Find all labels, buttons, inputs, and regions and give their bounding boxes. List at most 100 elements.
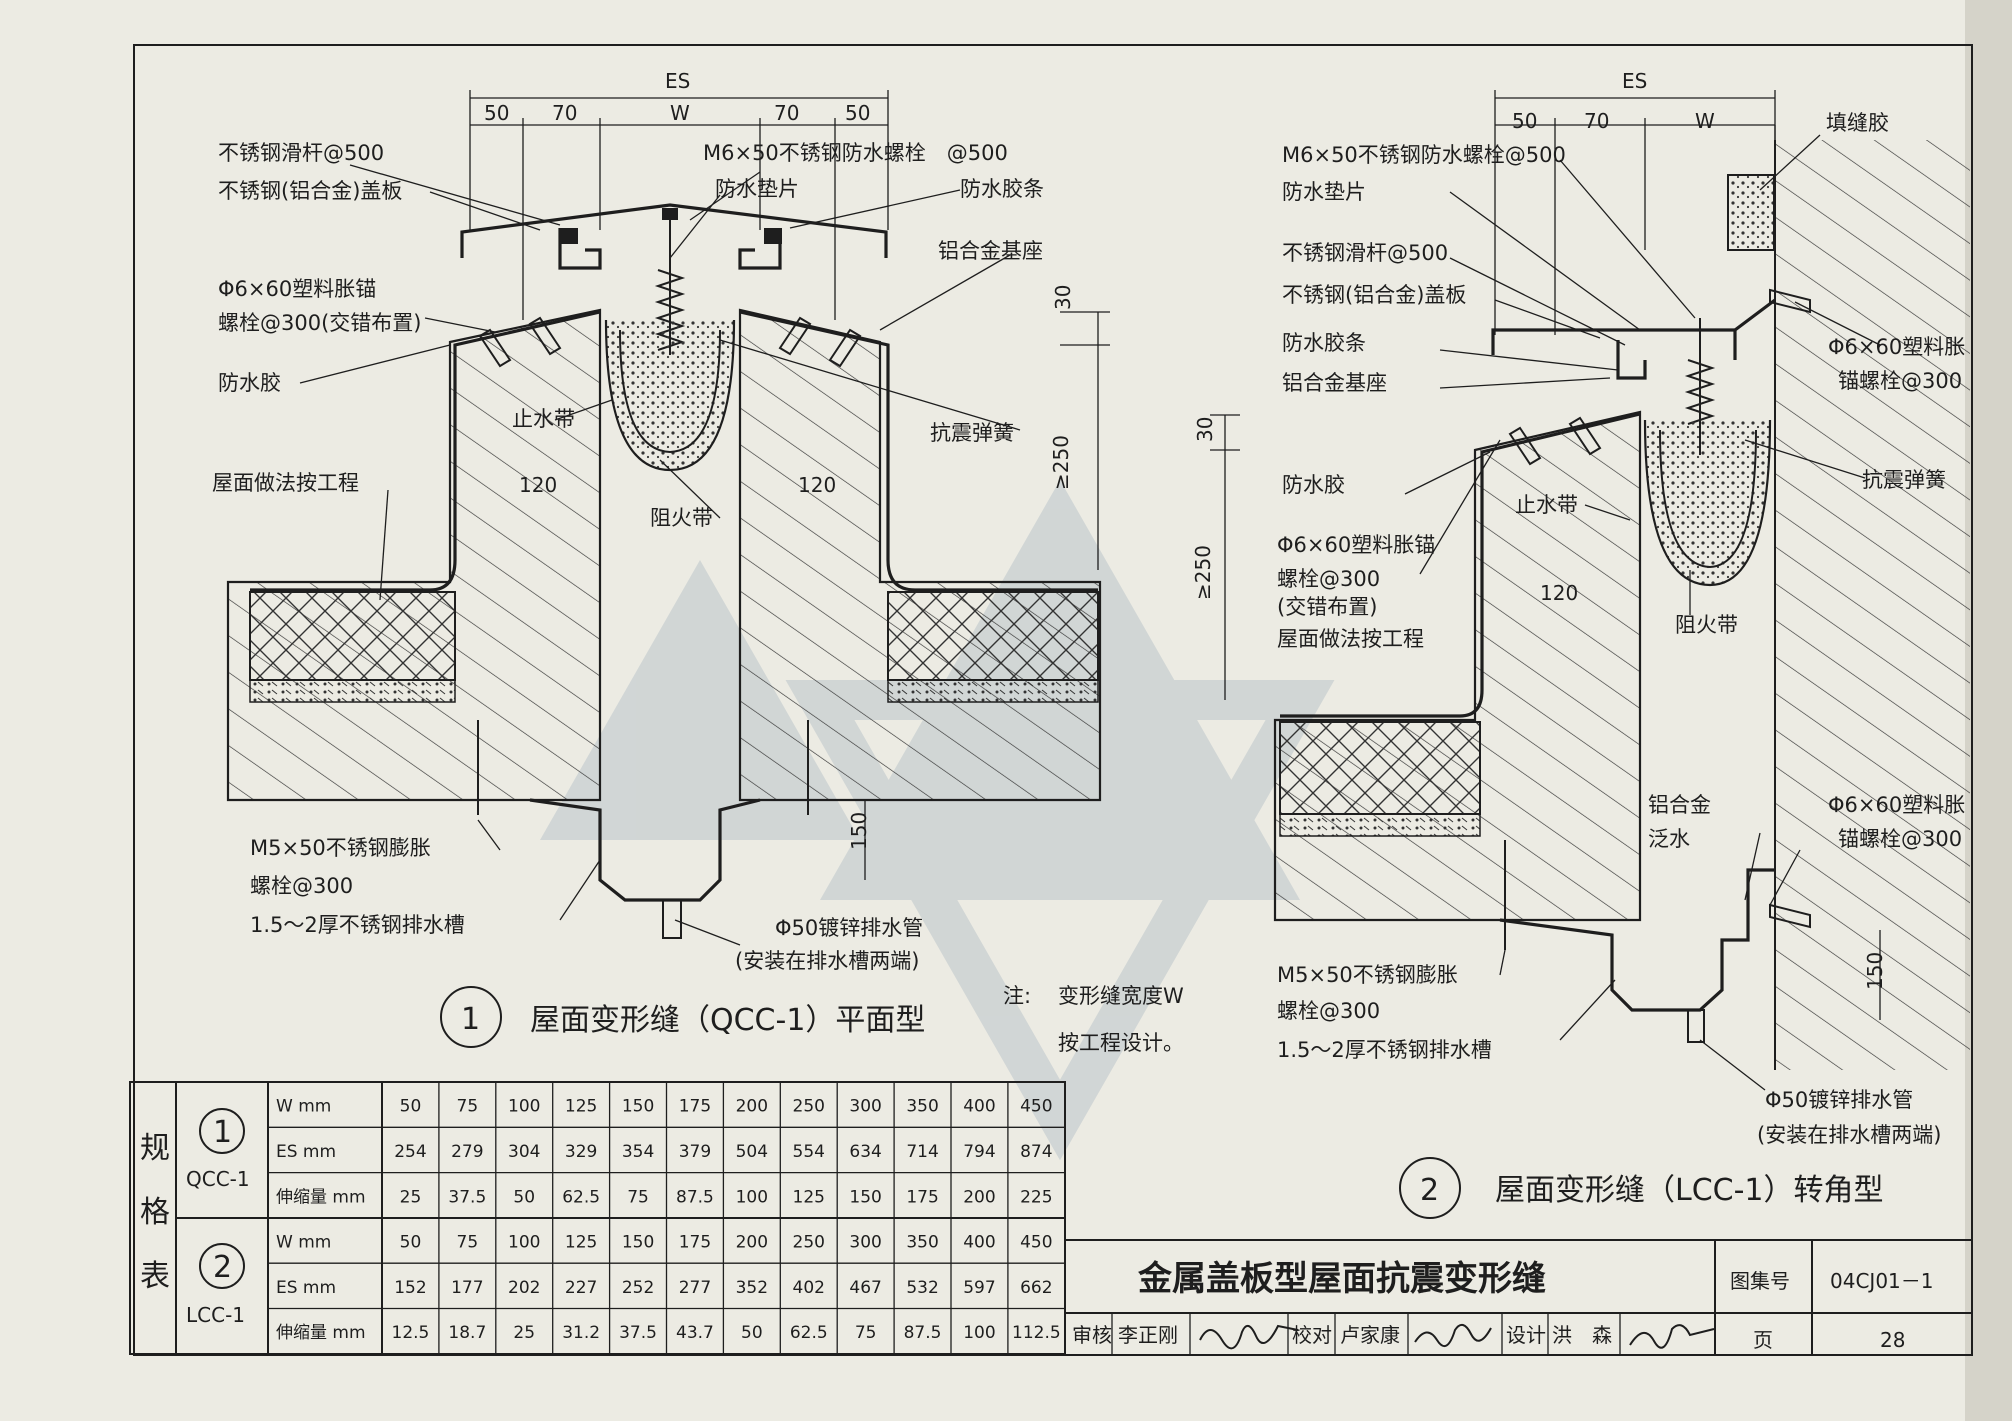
check-label: 校对	[1292, 1323, 1332, 1347]
d2-strip: 防水胶条	[1282, 331, 1366, 355]
spec-cell: 252	[622, 1278, 654, 1298]
spec-cell: 304	[508, 1142, 540, 1162]
title-block: 金属盖板型屋面抗震变形缝 图集号 04CJ01－1 页 28 审核 李正刚 校对…	[1065, 1239, 1972, 1354]
review-signature	[1199, 1324, 1299, 1350]
spec-cell: 200	[736, 1233, 768, 1253]
spec-cell: 37.5	[619, 1323, 657, 1343]
d2-dim-w: W	[1695, 109, 1715, 133]
spec-group-1-number: 1	[213, 1115, 232, 1150]
d2-dim-150: 150	[1863, 952, 1887, 990]
spec-cell: 150	[849, 1187, 881, 1207]
spec-cell: 352	[736, 1278, 768, 1298]
spec-cell: 125	[565, 1233, 597, 1253]
spec-cell: 62.5	[562, 1187, 600, 1207]
spec-cell: 31.2	[562, 1323, 600, 1343]
d1-sealant: 防水胶	[218, 371, 281, 395]
d1-washer: 防水垫片	[715, 177, 799, 201]
atlas-no: 04CJ01－1	[1830, 1269, 1934, 1293]
spec-cell: 300	[849, 1097, 881, 1117]
spec-cell: 100	[736, 1187, 768, 1207]
spec-row-label: W mm	[276, 1233, 331, 1253]
spec-cell: 794	[963, 1142, 995, 1162]
detail-2-drawing: ES 50 70 W 30 ≥250	[1191, 69, 1970, 1091]
d1-base: 铝合金基座	[938, 239, 1043, 263]
spec-row-label: 伸缩量 mm	[276, 1323, 366, 1343]
d2-flashing-1: 铝合金	[1648, 793, 1711, 817]
d2-dim-250: ≥250	[1191, 545, 1215, 600]
spec-cell: 87.5	[676, 1187, 714, 1207]
spec-cell: 50	[400, 1233, 422, 1253]
spec-cell: 554	[793, 1142, 825, 1162]
dim-70a: 70	[552, 101, 577, 125]
detail-2-number-circle	[1399, 1157, 1461, 1219]
check-signature	[1414, 1323, 1492, 1348]
spec-cell: 50	[741, 1323, 763, 1343]
d1-anchor-1: Φ6×60塑料胀锚	[218, 277, 376, 301]
d2-wall-anchor-2b: 锚螺栓@300	[1838, 827, 1962, 851]
spec-cell: 150	[622, 1233, 654, 1253]
detail-2-caption: 2 屋面变形缝（LCC-1）转角型	[1399, 1157, 1884, 1219]
d2-spring: 抗震弹簧	[1862, 468, 1946, 492]
spec-row-label: 伸缩量 mm	[276, 1187, 366, 1207]
d1-anchor-2: 螺栓@300(交错布置)	[218, 311, 421, 335]
spec-cell: 125	[565, 1097, 597, 1117]
spec-cell: 379	[679, 1142, 711, 1162]
spec-cell: 100	[963, 1323, 995, 1343]
d2-filler: 填缝胶	[1826, 111, 1889, 135]
spec-cell: 450	[1020, 1233, 1052, 1253]
spec-cell: 100	[508, 1097, 540, 1117]
detail-2-labels: 填缝胶 M6×50不锈钢防水螺栓@500 防水垫片 不锈钢滑杆@500 不锈钢(…	[1277, 111, 1965, 1147]
spec-cell: 402	[793, 1278, 825, 1298]
d2-base: 铝合金基座	[1282, 371, 1387, 395]
page-label: 页	[1753, 1328, 1773, 1352]
spec-cell: 125	[793, 1187, 825, 1207]
spec-side-title-1: 规	[140, 1131, 170, 1166]
spec-cell: 175	[679, 1233, 711, 1253]
spec-cell: 37.5	[448, 1187, 486, 1207]
spec-cell: 200	[736, 1097, 768, 1117]
dim-70b: 70	[774, 101, 799, 125]
detail-1-labels: 不锈钢滑杆@500 不锈钢(铝合金)盖板 M6×50不锈钢防水螺栓 @500 防…	[212, 141, 1044, 973]
d2-exp-bolt-1: M5×50不锈钢膨胀	[1277, 963, 1458, 987]
spec-cell: 75	[457, 1233, 479, 1253]
dim-120b: 120	[798, 473, 836, 497]
dim-50b: 50	[845, 101, 870, 125]
dim-50a: 50	[484, 101, 509, 125]
spec-cell: 350	[906, 1233, 938, 1253]
spec-cell: 87.5	[904, 1323, 942, 1343]
spec-group-2-model: LCC-1	[186, 1303, 245, 1327]
spec-row-label: W mm	[276, 1097, 331, 1117]
d2-exp-bolt-2: 螺栓@300	[1277, 999, 1380, 1023]
d2-cover-plate: 不锈钢(铝合金)盖板	[1282, 283, 1466, 307]
spec-cell: 400	[963, 1233, 995, 1253]
d2-washer: 防水垫片	[1282, 180, 1366, 204]
spec-cell: 874	[1020, 1142, 1052, 1162]
dim-120a: 120	[519, 473, 557, 497]
d2-pipe-1: Φ50镀锌排水管	[1765, 1088, 1913, 1112]
spec-cell: 175	[679, 1097, 711, 1117]
d1-cover-plate: 不锈钢(铝合金)盖板	[218, 179, 402, 203]
spec-cell: 177	[451, 1278, 483, 1298]
spec-cell: 200	[963, 1187, 995, 1207]
review-name: 李正刚	[1118, 1323, 1178, 1347]
d2-dim-120: 120	[1540, 581, 1578, 605]
dim-150: 150	[847, 812, 871, 850]
spec-cell: 25	[513, 1323, 535, 1343]
d2-dim-es: ES	[1622, 69, 1647, 93]
spec-cell: 354	[622, 1142, 654, 1162]
d2-wall-anchor-1a: Φ6×60塑料胀	[1828, 335, 1965, 359]
d2-slide-bar: 不锈钢滑杆@500	[1282, 241, 1448, 265]
design-label: 设计	[1506, 1323, 1546, 1347]
spec-cell: 25	[400, 1187, 422, 1207]
spec-side-title-2: 格	[140, 1195, 170, 1230]
d1-exp-bolt-1: M5×50不锈钢膨胀	[250, 836, 431, 860]
d2-sealant: 防水胶	[1282, 473, 1345, 497]
design-name: 洪 森	[1552, 1323, 1612, 1347]
d1-trough: 1.5～2厚不锈钢排水槽	[250, 913, 465, 937]
detail-1-drawing: ES 50 70 W 70 50	[226, 69, 1110, 946]
d1-pipe-2: (安装在排水槽两端)	[735, 949, 919, 973]
spec-cell: 225	[1020, 1187, 1052, 1207]
page-no: 28	[1880, 1328, 1905, 1352]
check-name: 卢家康	[1340, 1323, 1400, 1347]
d1-bolt: M6×50不锈钢防水螺栓 @500	[703, 141, 1008, 165]
